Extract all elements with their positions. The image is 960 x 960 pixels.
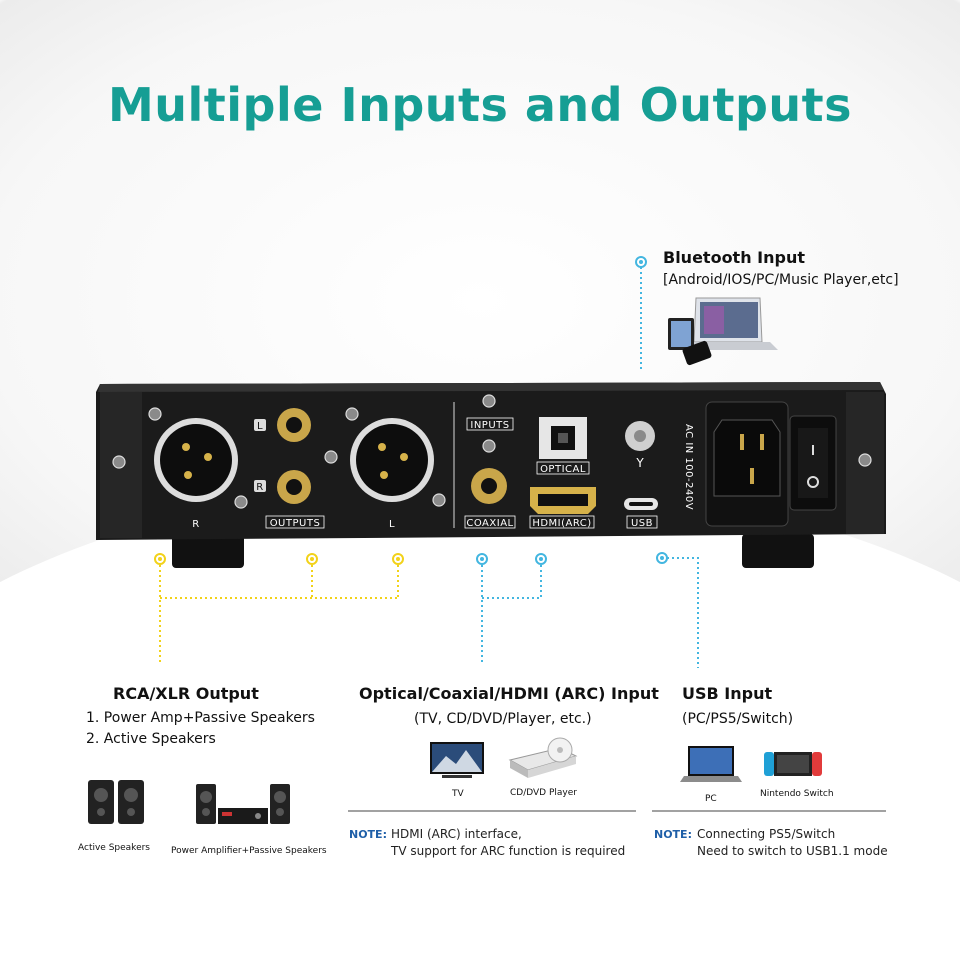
- usb-sub: (PC/PS5/Switch): [682, 711, 794, 727]
- usb-note-line-1: Connecting PS5/Switch: [697, 827, 836, 841]
- left-foot: [172, 534, 244, 568]
- label-r-xlr: R: [192, 519, 199, 530]
- label-outputs: OUTPUTS: [270, 518, 321, 529]
- caption-active-speakers: Active Speakers: [78, 843, 150, 853]
- output-dots: [154, 553, 404, 565]
- bluetooth-heading: Bluetooth Input: [663, 248, 805, 267]
- coaxial-jack: [471, 468, 507, 504]
- label-coaxial: COAXIAL: [466, 518, 513, 529]
- optical-note-label: NOTE:: [349, 828, 387, 841]
- tv-image: [430, 742, 484, 778]
- bluetooth-connector-line: [635, 256, 647, 372]
- usb-heading: USB Input: [682, 684, 773, 703]
- label-usb: USB: [631, 518, 653, 529]
- bluetooth-sub: [Android/IOS/PC/Music Player,etc]: [663, 272, 899, 288]
- label-ac: AC IN 100-240V: [683, 424, 694, 510]
- usb-note-label: NOTE:: [654, 828, 692, 841]
- power-switch: [789, 415, 837, 511]
- laptop-phone-tablet-image: [668, 297, 778, 366]
- device-labels: INPUTS OPTICAL COAXIAL HDMI(ARC) USB OUT…: [192, 417, 694, 530]
- optical-sub: (TV, CD/DVD/Player, etc.): [414, 711, 592, 727]
- pc-laptop-image: [680, 746, 742, 782]
- svg-text:Y: Y: [635, 456, 644, 470]
- bluetooth-antenna: Y: [625, 421, 655, 470]
- rca-xlr-item-2: 2. Active Speakers: [86, 731, 216, 747]
- input-dots: [476, 552, 668, 565]
- optical-note-line-2: TV support for ARC function is required: [391, 844, 626, 858]
- caption-amp-speakers: Power Amplifier+Passive Speakers: [171, 846, 327, 856]
- input-connector-lines: [481, 557, 699, 668]
- amp-passive-speakers-image: [196, 784, 290, 824]
- optical-heading: Optical/Coaxial/HDMI (ARC) Input: [359, 684, 659, 703]
- xlr-right-connector: [154, 418, 238, 502]
- optical-note-line-1: HDMI (ARC) interface,: [391, 827, 522, 841]
- screws: [112, 394, 872, 509]
- caption-tv: TV: [452, 789, 464, 799]
- hdmi-port: [530, 487, 596, 514]
- caption-pc: PC: [705, 794, 717, 804]
- rca-xlr-heading: RCA/XLR Output: [113, 684, 259, 703]
- label-inputs: INPUTS: [470, 420, 509, 431]
- label-l-xlr: L: [389, 519, 395, 530]
- label-optical: OPTICAL: [540, 464, 586, 475]
- optical-port: [539, 417, 587, 459]
- output-connector-lines: [159, 560, 399, 664]
- power-inlet: [705, 401, 789, 527]
- label-hdmi: HDMI(ARC): [532, 518, 591, 529]
- caption-cd-dvd: CD/DVD Player: [510, 788, 577, 798]
- label-l-top: L: [257, 421, 263, 432]
- active-speakers-image: [88, 780, 144, 824]
- right-foot: [742, 534, 814, 568]
- page-title: Multiple Inputs and Outputs: [108, 78, 852, 132]
- xlr-left-connector: [350, 418, 434, 502]
- caption-nintendo-switch: Nintendo Switch: [760, 789, 834, 799]
- label-r-bottom: R: [256, 482, 263, 493]
- rca-output-jacks: [254, 408, 311, 504]
- usb-c-port: [624, 498, 658, 510]
- usb-note-line-2: Need to switch to USB1.1 mode: [697, 844, 888, 858]
- rca-xlr-item-1: 1. Power Amp+Passive Speakers: [86, 710, 315, 726]
- cd-dvd-player-image: [508, 737, 578, 778]
- nintendo-switch-image: [764, 752, 822, 776]
